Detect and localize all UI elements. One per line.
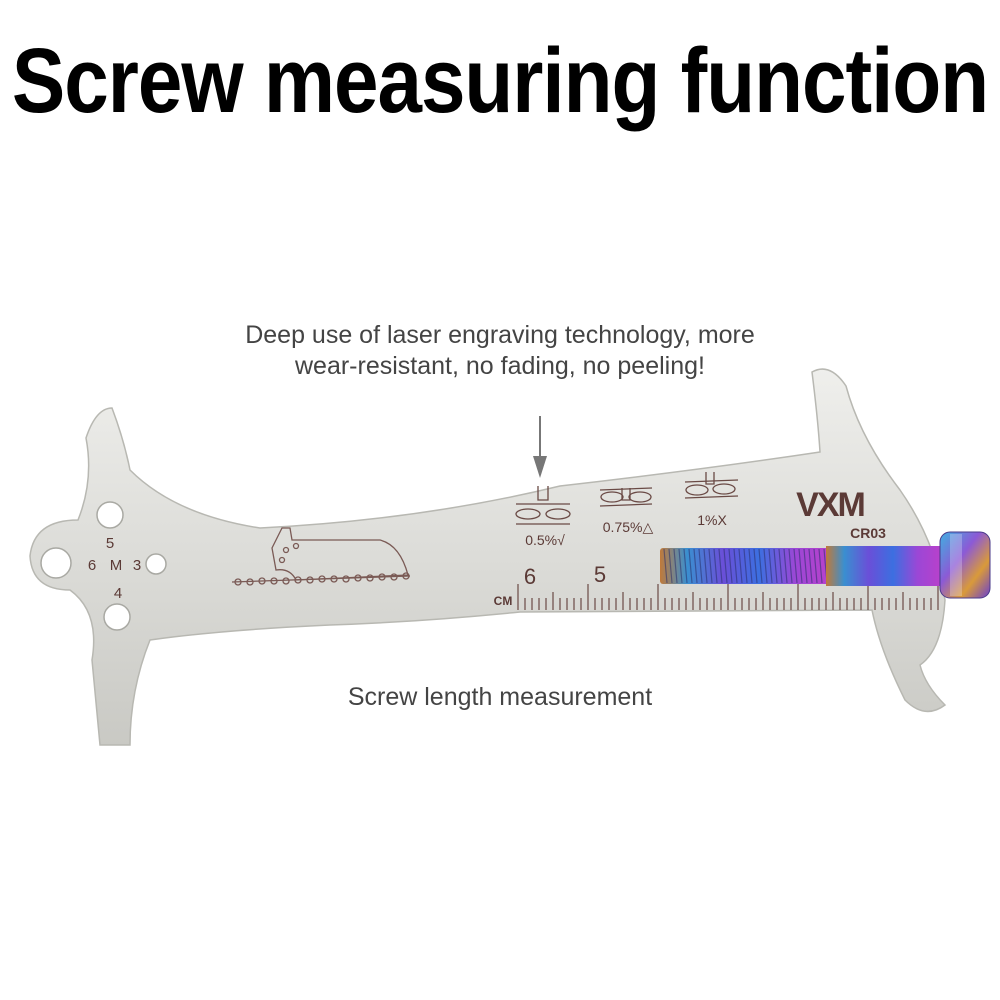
hole-label-4: 4 [114,585,122,602]
ruler-unit: CM [494,594,513,608]
wear-mark-05: 0.5%√ [525,532,565,548]
chain-checker-icon [231,527,411,586]
screw-thread [733,548,738,584]
screw-thread [723,548,728,584]
screw-thread [783,548,788,584]
screw-thread [678,548,683,584]
screw-thread [778,548,783,584]
ruler-scale [517,584,939,610]
screw-thread [788,548,793,584]
hole-5 [96,501,124,529]
callout-line-2: wear-resistant, no fading, no peeling! [295,352,705,380]
wear-mark-075: 0.75%△ [603,519,654,535]
screw-thread [773,548,778,584]
laser-engraving-callout: Deep use of laser engraving technology, … [220,320,780,382]
screw-thread [683,548,688,584]
screw-thread [743,548,748,584]
wear-gauge-icon [515,472,739,525]
screw-thread [708,548,713,584]
hole-label-m: M [110,557,123,574]
screw-thread [738,548,743,584]
screw-thread [803,548,808,584]
screw-thread [813,548,818,584]
brand-logo: VXM [796,486,864,524]
hole-label-5: 5 [106,535,114,552]
tool-body [29,368,947,746]
screw-thread [698,548,703,584]
callout-line-1: Deep use of laser engraving technology, … [245,321,755,349]
screw-thread [663,548,668,584]
down-arrow-icon [533,416,547,478]
screw-thread [668,548,673,584]
screw [660,531,991,599]
screw-thread [768,548,773,584]
screw-thread [763,548,768,584]
page-title: Screw measuring function [11,29,989,132]
hole-label-3: 3 [133,557,141,574]
screw-thread [798,548,803,584]
hole-6 [40,547,72,579]
ruler-label-6: 6 [524,564,536,589]
screw-thread [758,548,763,584]
screw-length-caption: Screw length measurement [347,683,653,711]
screw-thread [703,548,708,584]
screw-thread [793,548,798,584]
screw-thread [718,548,723,584]
screw-thread [688,548,693,584]
wear-mark-1: 1%X [697,512,727,528]
screw-thread [713,548,718,584]
model-label: CR03 [850,525,886,541]
screw-thread [753,548,758,584]
screw-thread [693,548,698,584]
screw-thread [818,548,823,584]
hole-label-6: 6 [88,557,96,574]
screw-thread [728,548,733,584]
screw-thread [673,548,678,584]
screw-thread [808,548,813,584]
hole-4 [103,603,131,631]
ruler-label-5: 5 [594,562,606,587]
screw-thread [748,548,753,584]
hole-3 [145,553,167,575]
